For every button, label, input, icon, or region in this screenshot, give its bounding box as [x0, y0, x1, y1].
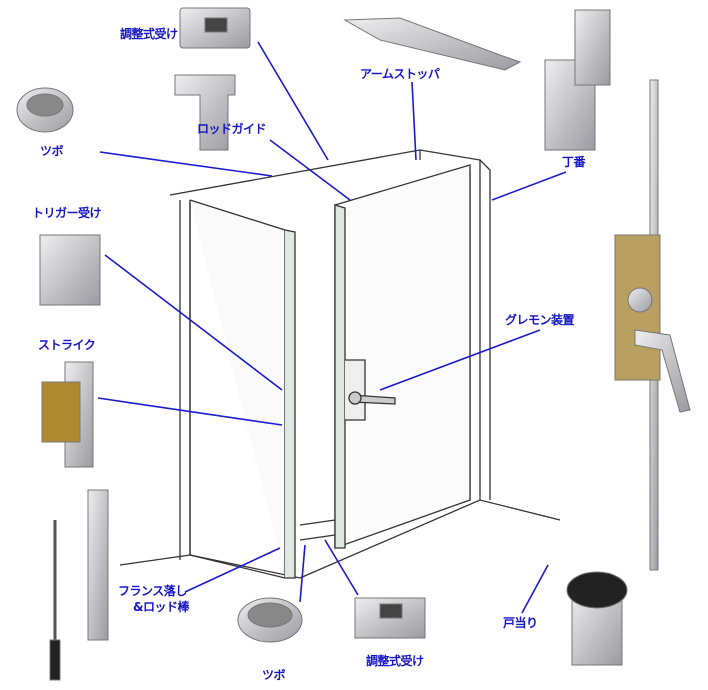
double-door [119, 149, 561, 579]
trigger-receiver-part [39, 234, 101, 306]
label-arm-stopper: アームストッパ [360, 67, 440, 81]
label-flush-bolt-line2: &ロッド棒 [133, 600, 189, 614]
label-rod-guide: ロッドガイド [197, 122, 267, 136]
arm-stopper-part [343, 17, 522, 71]
label-cup-bottom: ツボ [262, 668, 286, 682]
flush-bolt-part [87, 489, 109, 641]
leader-lines [97, 41, 567, 614]
label-trigger-receiver: トリガー受け [32, 206, 102, 220]
rod-guide-part [174, 74, 236, 151]
label-strike: ストライク [38, 338, 96, 352]
label-flush-bolt-line1: フランス落し [118, 584, 187, 598]
label-door-stop: 戸当り [503, 616, 538, 630]
label-hinge: 丁番 [562, 155, 586, 169]
label-cup-top: ツボ [40, 144, 64, 158]
label-cremone: グレモン装置 [505, 313, 575, 327]
label-adjustable-receiver-bottom: 調整式受け [366, 654, 424, 668]
label-adjustable-receiver-top: 調整式受け [120, 27, 178, 41]
